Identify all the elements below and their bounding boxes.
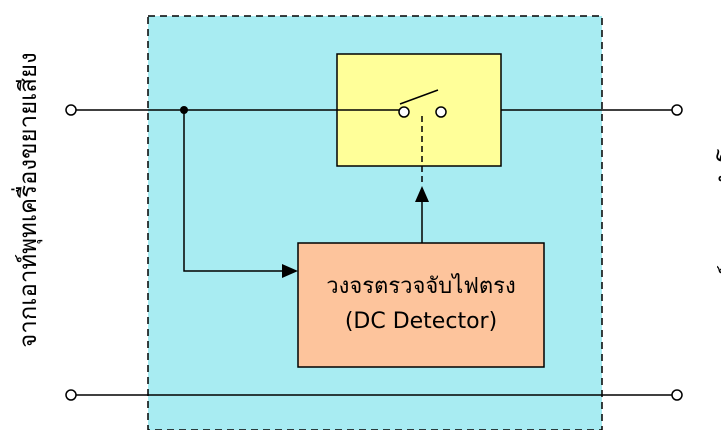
dc-detector-box [297,242,545,368]
detector-output-arrow [415,186,429,202]
detector-input-arrow [282,264,298,278]
output-terminal-bottom [671,389,683,401]
relay-contact-right [435,106,447,118]
relay-gap-cover [400,103,446,117]
detector-title: วงจรตรวจจับไฟตรง [326,273,516,299]
input-terminal-bottom [65,389,77,401]
relay-switch-arm [399,89,439,105]
detector-input-line [183,110,284,272]
relay-contact-left [398,106,410,118]
detector-subtitle: (DC Detector) [345,309,497,334]
input-terminal-top [65,104,77,116]
output-terminal-top [671,104,683,116]
